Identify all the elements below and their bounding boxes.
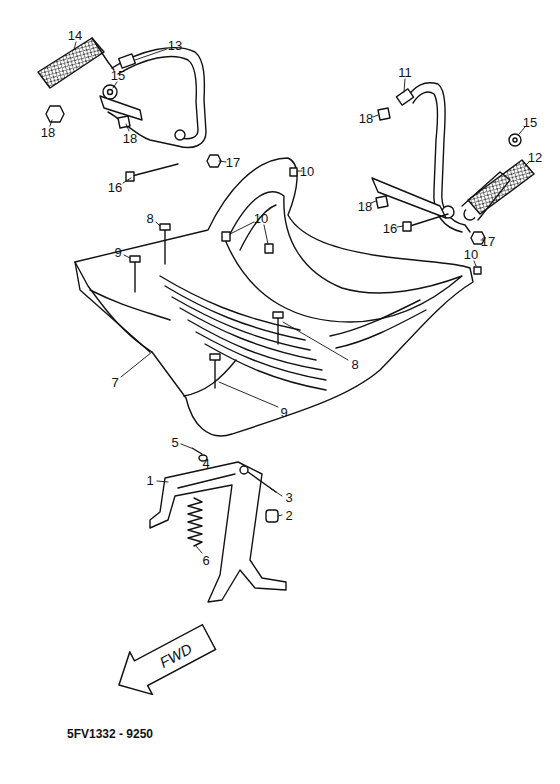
callout-number: 16: [108, 181, 122, 194]
callout-number: 16: [383, 222, 397, 235]
callout-number: 13: [168, 39, 182, 52]
callout-number: 18: [358, 200, 372, 213]
direction-text: FWD: [156, 639, 194, 670]
callout-number: 15: [111, 69, 125, 82]
callout-number: 8: [146, 212, 153, 225]
callout-number: 10: [464, 248, 478, 261]
callout-number: 12: [528, 151, 542, 164]
callout-number: 7: [111, 376, 118, 389]
callout-number: 15: [523, 116, 537, 129]
callout-number: 9: [280, 406, 287, 419]
callout-number: 8: [351, 358, 358, 371]
callout-number: 18: [359, 112, 373, 125]
drawing-code: 5FV1332 - 9250: [67, 728, 153, 740]
callout-number: 3: [285, 491, 292, 504]
callout-number: 17: [226, 156, 240, 169]
callout-number: 18: [41, 126, 55, 139]
callout-number: 6: [202, 554, 209, 567]
callout-number: 10: [300, 165, 314, 178]
callout-number: 4: [202, 457, 209, 470]
callout-number: 2: [285, 509, 292, 522]
callout-number: 9: [114, 246, 121, 259]
callout-number: 10: [254, 212, 268, 225]
direction-arrow: FWD: [106, 615, 221, 708]
callout-number: 14: [68, 29, 82, 42]
callout-number: 5: [171, 436, 178, 449]
callout-number: 17: [481, 235, 495, 248]
callout-number: 1: [146, 474, 153, 487]
callout-number: 11: [398, 66, 412, 79]
callout-number: 18: [123, 132, 137, 145]
